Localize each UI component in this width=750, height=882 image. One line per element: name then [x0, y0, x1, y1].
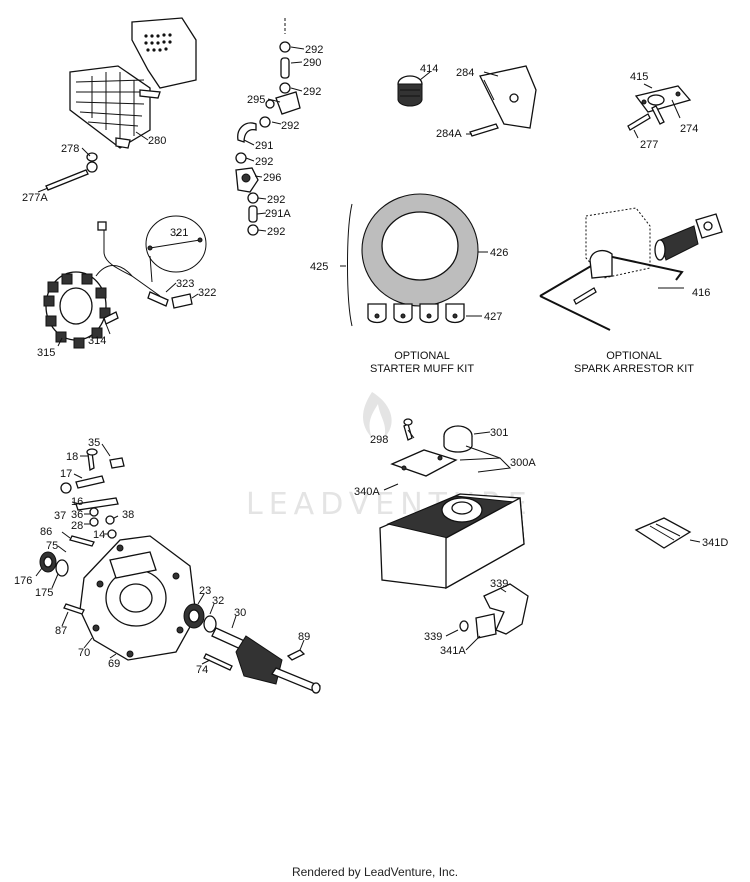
callout-296: 296	[263, 172, 281, 184]
callout-426: 426	[490, 247, 508, 259]
callout-36: 36	[71, 509, 83, 521]
callout-284A: 284A	[436, 128, 462, 140]
fuel-line-341D	[634, 517, 692, 549]
fuel-line-assembly	[235, 18, 301, 236]
callout-278: 278	[61, 143, 79, 155]
callout-341A: 341A	[440, 645, 466, 657]
callout-37: 37	[54, 510, 66, 522]
crankshaft-assembly	[183, 603, 321, 694]
alternator-stator	[43, 221, 169, 349]
callout-14: 14	[93, 529, 105, 541]
callout-292: 292	[267, 226, 285, 238]
callout-415: 415	[630, 71, 648, 83]
screw-87	[63, 603, 85, 615]
callout-321: 321	[170, 227, 188, 239]
spark-arrestor-kit	[539, 207, 723, 331]
screen-414	[397, 75, 423, 107]
callout-292: 292	[281, 120, 299, 132]
callout-30: 30	[234, 607, 246, 619]
crankcase-cover	[79, 535, 197, 661]
callout-69: 69	[108, 658, 120, 670]
callout-23: 23	[199, 585, 211, 597]
callout-414: 414	[420, 63, 438, 75]
footer-credit: Rendered by LeadVenture, Inc.	[292, 865, 458, 879]
flame-logo-icon	[363, 392, 392, 438]
fuel-shutoff-339	[459, 583, 529, 639]
callout-277: 277	[640, 139, 658, 151]
callout-425: 425	[310, 261, 328, 273]
callout-291A: 291A	[265, 208, 291, 220]
callout-274: 274	[680, 123, 698, 135]
callout-32: 32	[212, 595, 224, 607]
callout-295: 295	[247, 94, 265, 106]
callout-89: 89	[298, 631, 310, 643]
callout-86: 86	[40, 526, 52, 538]
callout-323: 323	[176, 278, 194, 290]
callout-labels: 292 290 292 295 292 291 292 296 292 291A…	[14, 44, 728, 676]
callout-301: 301	[490, 427, 508, 439]
callout-70: 70	[78, 647, 90, 659]
wire-harness-detail	[145, 215, 207, 283]
callout-17: 17	[60, 468, 72, 480]
callout-340A: 340A	[354, 486, 380, 498]
callout-291: 291	[255, 140, 273, 152]
starter-muff-kit-title: STARTER MUFF KIT	[370, 363, 474, 375]
muffler-bolt	[45, 152, 98, 191]
callout-292: 292	[255, 156, 273, 168]
spark-arrestor-kit-title: SPARK ARRESTOR KIT	[574, 363, 694, 375]
callout-290: 290	[303, 57, 321, 69]
callout-292: 292	[267, 194, 285, 206]
gasket-415	[627, 85, 692, 131]
callout-300A: 300A	[510, 457, 536, 469]
callout-74: 74	[196, 664, 208, 676]
kit-captions: OPTIONAL STARTER MUFF KIT OPTIONAL SPARK…	[370, 350, 694, 375]
callout-176: 176	[14, 575, 32, 587]
governor-linkage	[60, 448, 125, 547]
callout-16: 16	[71, 496, 83, 508]
connector-322	[171, 293, 193, 309]
screw-284A	[469, 123, 499, 137]
starter-muff-kit-optional: OPTIONAL	[394, 350, 450, 362]
muff-clips	[367, 303, 465, 324]
callout-75: 75	[46, 540, 58, 552]
callout-315: 315	[37, 347, 55, 359]
callout-87: 87	[55, 625, 67, 637]
callout-280: 280	[148, 135, 166, 147]
callout-339: 339	[490, 578, 508, 590]
spark-arrestor-kit-optional: OPTIONAL	[606, 350, 662, 362]
callout-38: 38	[122, 509, 134, 521]
callout-292: 292	[305, 44, 323, 56]
callout-18: 18	[66, 451, 78, 463]
callout-341D: 341D	[702, 537, 728, 549]
bracket-284	[479, 65, 537, 129]
callout-322: 322	[198, 287, 216, 299]
seal-and-bearing	[39, 551, 69, 577]
callout-298: 298	[370, 434, 388, 446]
fuel-tank-assembly	[379, 418, 525, 590]
callout-314: 314	[88, 335, 106, 347]
callout-416: 416	[692, 287, 710, 299]
callout-35: 35	[88, 437, 100, 449]
callout-427: 427	[484, 311, 502, 323]
leader-lines	[35, 46, 701, 665]
callout-277A: 277A	[22, 192, 48, 204]
muffler-assembly	[69, 17, 197, 149]
starter-muff-kit	[347, 193, 479, 327]
callout-175: 175	[35, 587, 53, 599]
callout-292: 292	[303, 86, 321, 98]
callout-28: 28	[71, 520, 83, 532]
callout-339: 339	[424, 631, 442, 643]
callout-284: 284	[456, 67, 474, 79]
